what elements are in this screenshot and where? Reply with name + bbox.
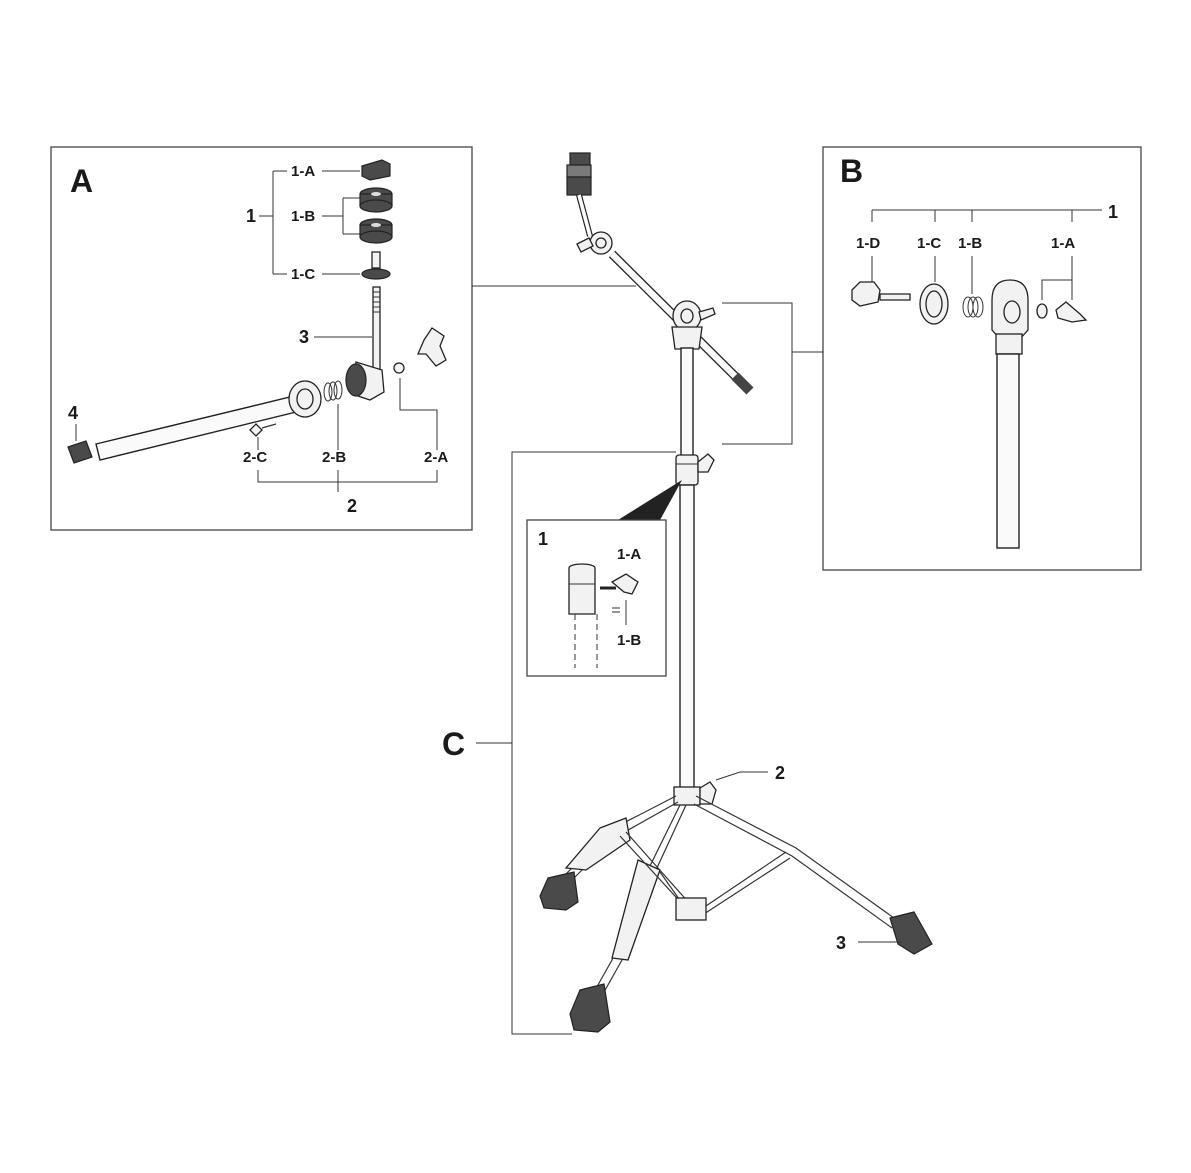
label-b-1: 1 (1108, 202, 1118, 222)
spring-icon (962, 296, 984, 318)
label-c-3: 3 (836, 933, 846, 953)
wing-nut-icon (1055, 301, 1088, 323)
panel-a-title: A (70, 163, 93, 199)
tripod-leg-icon (539, 781, 933, 1033)
cymbal-stand-icon (539, 152, 933, 1033)
label-a-2b: 2-B (322, 449, 346, 466)
sleeve-icon (361, 251, 391, 280)
label-a-2c: 2-C (243, 449, 267, 466)
tilter-rod-icon (345, 286, 385, 401)
label-c-inset-1: 1 (538, 529, 548, 549)
upper-tube (680, 347, 694, 459)
boom-clamp-icon (991, 279, 1029, 549)
height-clamp-icon (568, 563, 639, 668)
wing-nut-icon (361, 159, 391, 181)
panel-b: B 1 1-D 1-C 1-B 1-A (822, 146, 1142, 571)
label-c-2: 2 (775, 763, 785, 783)
label-a-1c: 1-C (291, 266, 315, 283)
label-a-2: 2 (347, 496, 357, 516)
label-c-inset-1a: 1-A (617, 546, 641, 563)
label-b-1a: 1-A (1051, 235, 1075, 252)
panel-c: C 1 1-A 1-B 2 3 (442, 451, 902, 1035)
screw-icon (249, 423, 277, 437)
label-a-1: 1 (246, 206, 256, 226)
label-c-inset-1b: 1-B (617, 632, 641, 649)
label-a-1b: 1-B (291, 208, 315, 225)
spring-icon (323, 380, 343, 402)
cymbal-tilter-icon (566, 152, 613, 255)
panel-b-title: B (840, 153, 863, 189)
label-b-1b: 1-B (958, 235, 982, 252)
label-a-2a: 2-A (424, 449, 448, 466)
felt-washer-icon (359, 187, 393, 244)
panel-a-frame (50, 146, 473, 531)
inset-pointer (618, 480, 682, 520)
clamp-ring-icon (919, 283, 949, 325)
label-a-3: 3 (299, 327, 309, 347)
wing-bolt-icon (851, 281, 911, 307)
washer-icon (1036, 303, 1048, 319)
panel-c-title: C (442, 726, 465, 762)
panel-b-frame (822, 146, 1142, 571)
label-b-1c: 1-C (917, 235, 941, 252)
wing-bolt-icon (393, 327, 447, 374)
panel-a: A 1 1-A 1-B 1-C 3 (50, 146, 473, 531)
boom-arm-icon (95, 380, 322, 461)
label-a-1a: 1-A (291, 163, 315, 180)
connector-b (722, 302, 823, 445)
end-cap-icon (67, 440, 93, 464)
label-b-1d: 1-D (856, 235, 880, 252)
lower-tube (679, 484, 695, 791)
label-a-4: 4 (68, 403, 78, 423)
boom-clamp-icon (671, 300, 716, 350)
